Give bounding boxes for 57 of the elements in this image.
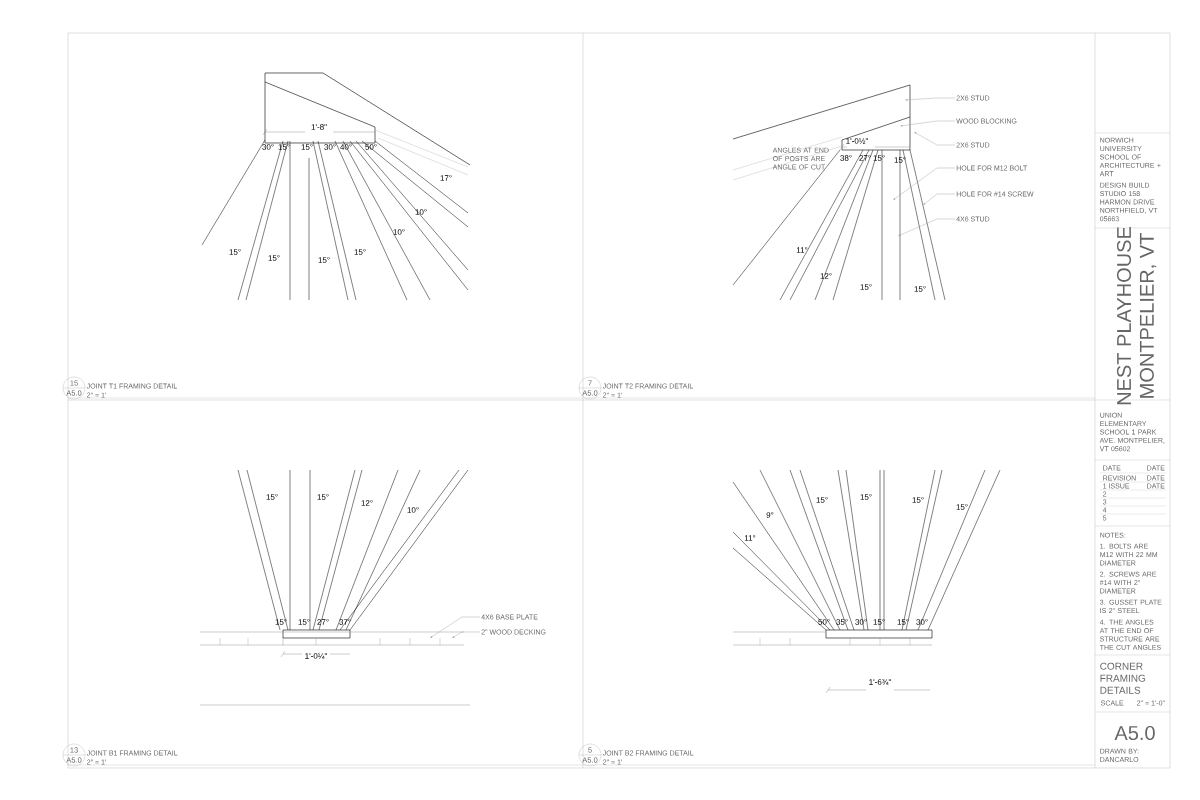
- label-text: 50°: [365, 144, 377, 150]
- leader-line: [900, 120, 956, 127]
- label-text: 10°: [415, 209, 427, 215]
- label-text: 10°: [407, 507, 419, 513]
- label-text: 15°: [318, 257, 330, 263]
- label-text: 15°: [894, 157, 906, 163]
- label-text: 15°: [873, 619, 885, 625]
- label-text: 40°: [340, 144, 352, 150]
- label-text: 11°: [744, 535, 756, 541]
- dimension-text: 1'-8": [311, 124, 327, 130]
- leader-line: [905, 97, 956, 101]
- label-text: MONTPELIER, VT: [1139, 233, 1157, 398]
- dimension-text: 1'-6¾": [869, 679, 891, 685]
- leader-line: [914, 132, 956, 146]
- label-text: 15°: [229, 249, 241, 255]
- label-text: CORNER FRAMING DETAILS: [1100, 662, 1146, 694]
- label-text: 35°: [836, 619, 848, 625]
- label-text: 15°: [268, 255, 280, 261]
- label-text: 15°: [873, 155, 885, 161]
- label-text: 15°: [816, 497, 828, 503]
- label-text: 15°: [275, 619, 287, 625]
- leader-line: [430, 616, 481, 638]
- label-text: 27°: [317, 619, 329, 625]
- label-text: 15°: [301, 144, 313, 150]
- label-text: 15°: [860, 284, 872, 290]
- label-text: 17°: [440, 175, 452, 181]
- label-text: 11°: [796, 247, 808, 253]
- dimension-text: 1'-0½": [846, 138, 868, 144]
- label-text: 15°: [317, 494, 329, 500]
- label-text: 10°: [393, 229, 405, 235]
- label-text: 27°: [859, 155, 871, 161]
- label-text: 15°: [897, 619, 909, 625]
- label-text: 30°: [324, 144, 336, 150]
- label-text: 15°: [354, 249, 366, 255]
- label-text: 15°: [912, 497, 924, 503]
- leader-line: [452, 631, 481, 638]
- dimension-text: 1'-0¼": [305, 653, 327, 659]
- label-text: NEST PLAYHOUSE: [1116, 227, 1132, 405]
- label-text: 9°: [766, 512, 774, 518]
- label-text: 15°: [266, 494, 278, 500]
- label-text: 50°: [818, 619, 830, 625]
- leader-line: [898, 218, 956, 236]
- label-text: 30°: [916, 619, 928, 625]
- label-text: 12°: [820, 273, 832, 279]
- label-text: 37°: [339, 619, 351, 625]
- label-text: 15°: [860, 494, 872, 500]
- label-text: 30°: [855, 619, 867, 625]
- label-text: 15°: [278, 144, 290, 150]
- label-text: 15°: [298, 619, 310, 625]
- leader-line: [923, 193, 956, 205]
- label-text: 30°: [262, 144, 274, 150]
- leader-line: [893, 167, 956, 200]
- label-text: 15°: [914, 286, 926, 292]
- label-text: 38°: [840, 155, 852, 161]
- label-text: A5.0: [1114, 725, 1155, 741]
- label-text: 15°: [956, 504, 968, 510]
- label-text: 12°: [361, 500, 373, 506]
